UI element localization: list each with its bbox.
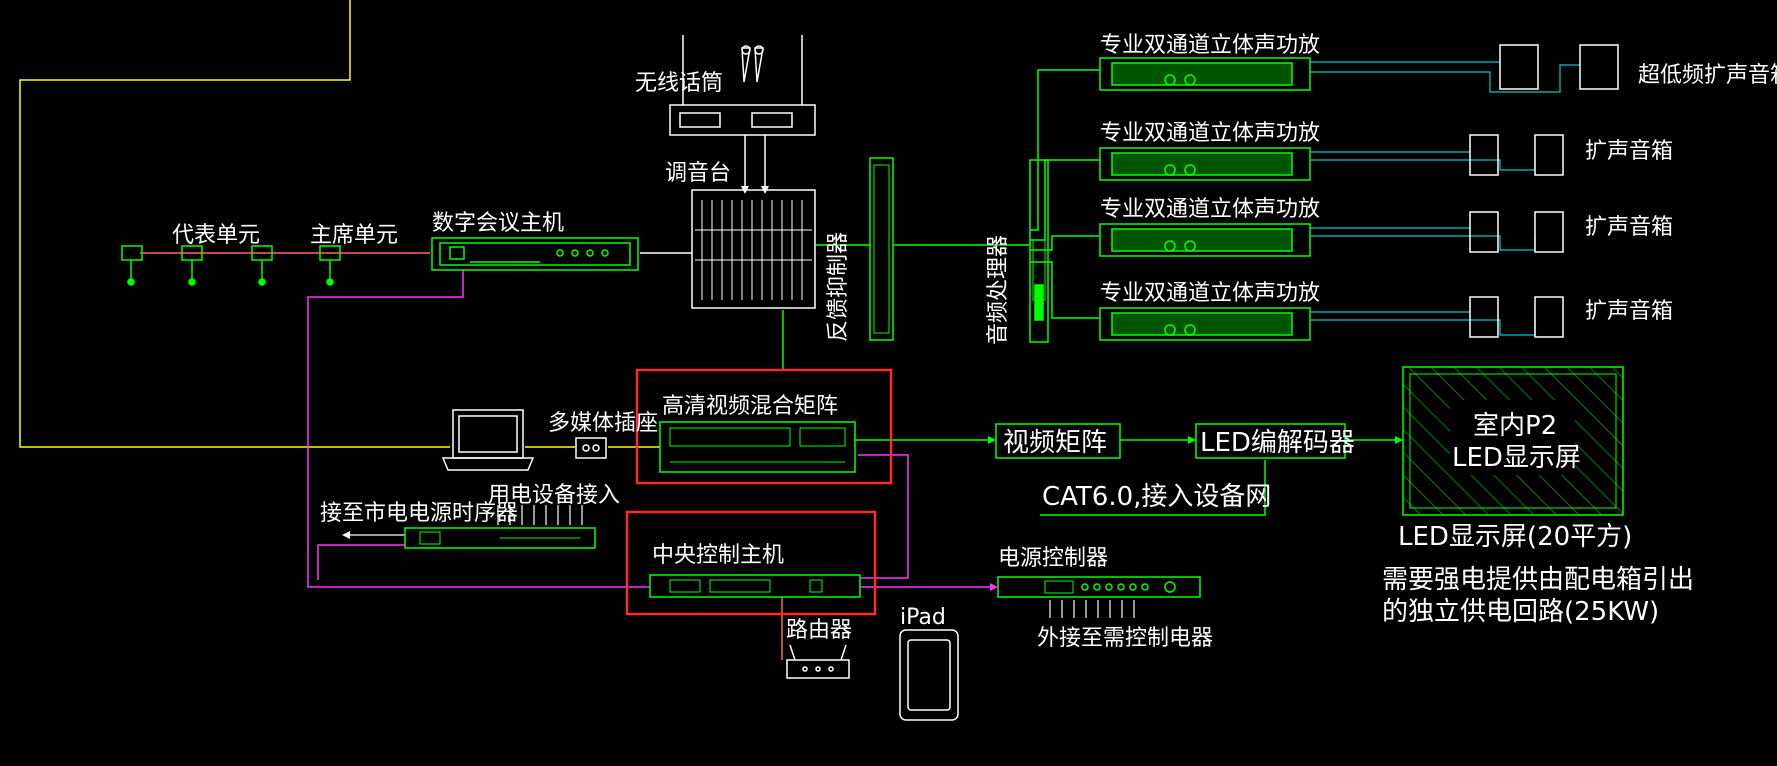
- network-line: [19, 0, 450, 448]
- audio-processor-device: [1029, 159, 1049, 343]
- cat6-label: CAT6.0,接入设备网: [1042, 482, 1271, 512]
- control-line-sequencer: [317, 544, 405, 580]
- led-caption: LED显示屏(20平方): [1398, 522, 1632, 552]
- delegate-unit-label: 代表单元: [172, 223, 260, 248]
- video-matrix-label: 视频矩阵: [1003, 428, 1107, 458]
- ipad-device: [899, 629, 959, 721]
- hd-matrix-device: [659, 421, 856, 473]
- amp-label-3: 专业双通道立体声功放: [1100, 197, 1320, 222]
- control-line-host: [307, 270, 650, 588]
- amp-label-2: 专业双通道立体声功放: [1100, 121, 1320, 146]
- chairman-unit-label: 主席单元: [310, 223, 398, 248]
- power-controller-label: 电源控制器: [998, 546, 1108, 571]
- router-label: 路由器: [786, 618, 852, 643]
- power-output-arrows: [1049, 600, 1135, 618]
- chairman-unit: [319, 245, 341, 286]
- multimedia-socket-label: 多媒体插座: [548, 411, 658, 436]
- mixer-device: [691, 189, 816, 309]
- proc-amp-bus: [1030, 69, 1100, 231]
- amplifier-3: [1099, 223, 1311, 257]
- device-input-arrows: [497, 505, 583, 525]
- delegate-unit-2: [181, 245, 203, 286]
- subwoofer-speaker: [1499, 44, 1619, 90]
- delegate-unit-3: [251, 245, 273, 286]
- speaker-label-3: 扩声音箱: [1585, 299, 1673, 324]
- speaker-pair-2: [1469, 211, 1564, 253]
- power-note-line-2: 的独立供电回路(25KW): [1382, 597, 1659, 627]
- highlight-central-control: [625, 510, 877, 616]
- amp-label-1: 专业双通道立体声功放: [1100, 33, 1320, 58]
- speaker-pair-1: [1469, 134, 1564, 176]
- led-screen: [1402, 366, 1624, 516]
- amplifier-2: [1099, 147, 1311, 181]
- speaker-label-2: 扩声音箱: [1585, 215, 1673, 240]
- power-note-line-1: 需要强电提供由配电箱引出: [1382, 565, 1694, 595]
- sequencer-label: 接至市电电源时序器: [320, 501, 518, 526]
- router-device: [786, 644, 850, 679]
- led-screen-label-2: LED显示屏: [1452, 443, 1581, 473]
- wireless-mic-label: 无线话筒: [635, 71, 723, 96]
- subwoofer-label: 超低频扩声音箱: [1638, 63, 1777, 88]
- led-codec-label: LED编解码器: [1200, 428, 1355, 458]
- sequencer-device: [404, 527, 596, 549]
- central-control-label: 中央控制主机: [652, 543, 784, 568]
- delegate-unit-1: [121, 245, 143, 286]
- power-controller-device: [997, 576, 1201, 598]
- device-input-label: 用电设备接入: [488, 483, 620, 508]
- conference-host-label: 数字会议主机: [432, 211, 564, 236]
- led-screen-label-1: 室内P2: [1473, 411, 1557, 441]
- amplifier-4: [1099, 307, 1311, 341]
- multimedia-socket-device: [575, 437, 607, 459]
- audio-processor-label: 音频处理器: [986, 235, 1011, 345]
- hd-matrix-label: 高清视频混合矩阵: [662, 394, 838, 419]
- speaker-label-1: 扩声音箱: [1585, 139, 1673, 164]
- amplifier-1: [1099, 57, 1311, 91]
- ipad-label: iPad: [900, 605, 946, 630]
- feedback-suppressor-label: 反馈抑制器: [826, 232, 851, 342]
- cat6-line: [1040, 460, 1266, 516]
- control-line-matrix: [858, 454, 909, 579]
- led-codec-box: [1195, 423, 1346, 459]
- mixer-label: 调音台: [665, 161, 731, 186]
- wireless-mic-receiver: [669, 35, 816, 136]
- central-control-device: [649, 574, 861, 598]
- speaker-pair-3: [1469, 296, 1564, 338]
- conference-host-device: [431, 237, 639, 271]
- feedback-suppressor-device: [869, 157, 894, 341]
- laptop-device: [441, 409, 535, 471]
- amp-label-4: 专业双通道立体声功放: [1100, 281, 1320, 306]
- highlight-hd-matrix: [635, 368, 893, 485]
- video-matrix-box: [995, 423, 1121, 459]
- external-control-label: 外接至需控制电器: [1037, 626, 1213, 651]
